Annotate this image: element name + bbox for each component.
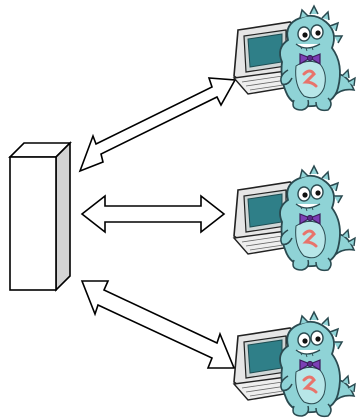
link-arrow-middle <box>80 194 226 234</box>
link-arrow-top <box>78 77 237 173</box>
link-arrow-bottom <box>80 280 236 369</box>
monster-at-computer-icon <box>232 4 357 112</box>
server-tower-icon <box>8 141 72 292</box>
monster-at-computer-icon <box>232 310 357 418</box>
monster-at-computer-icon <box>232 164 357 272</box>
